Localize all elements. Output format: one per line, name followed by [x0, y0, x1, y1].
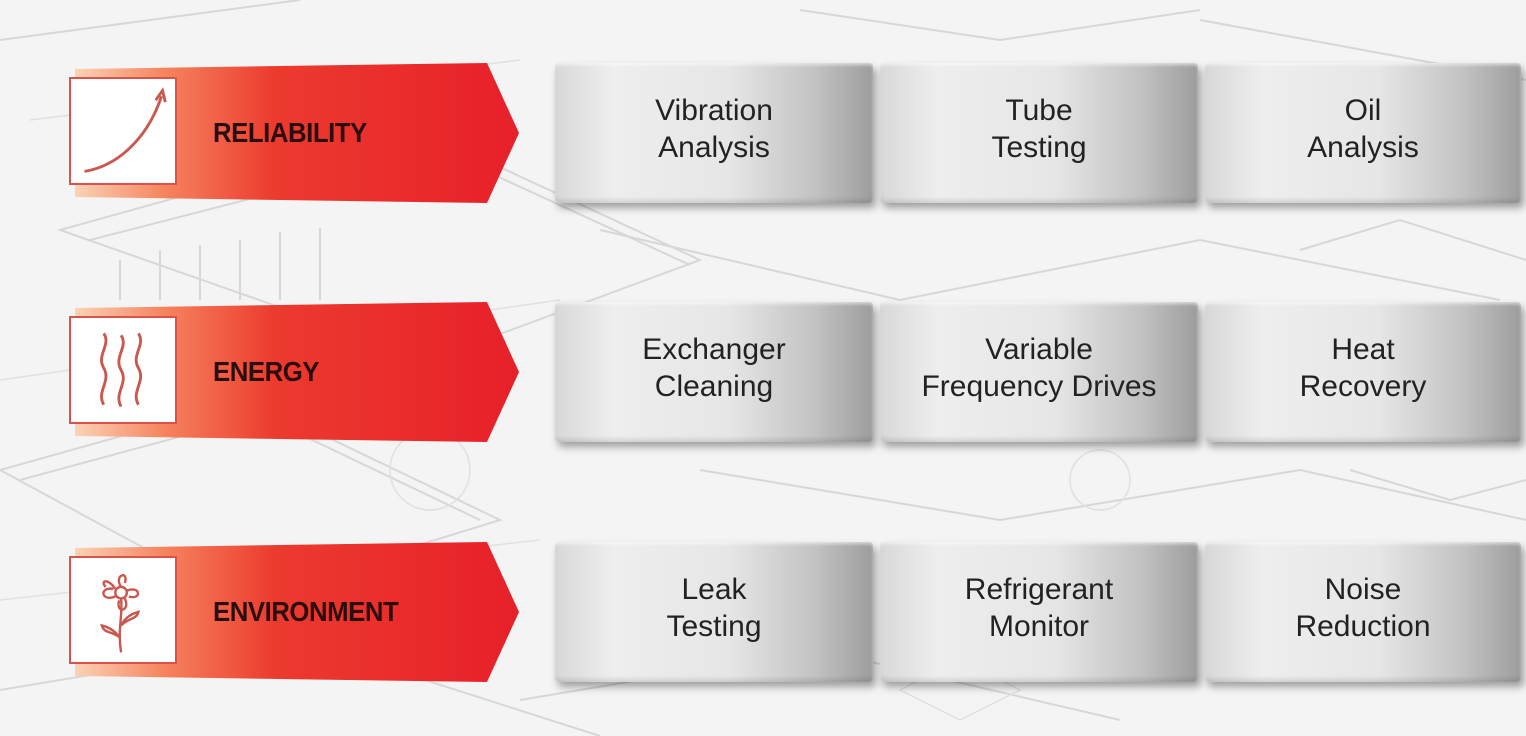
item-label: Exchanger Cleaning	[642, 333, 786, 403]
environment-icon-box	[69, 556, 177, 664]
item-tile: Variable Frequency Drives	[880, 302, 1198, 442]
item-label: Refrigerant Monitor	[964, 573, 1114, 643]
item-label: Variable Frequency Drives	[921, 333, 1157, 403]
item-tile: Oil Analysis	[1205, 63, 1521, 203]
row-reliability: RELIABILITY Vibration Analysis Tube Test…	[0, 63, 1526, 203]
item-label: Leak Testing	[666, 573, 762, 643]
item-tile: Tube Testing	[880, 63, 1198, 203]
reliability-icon-box	[69, 77, 177, 185]
item-tile: Noise Reduction	[1205, 542, 1521, 682]
category-arrow-banner	[75, 63, 519, 203]
flower-icon	[100, 574, 141, 653]
category-arrow-banner	[75, 302, 519, 442]
category-label: ENERGY	[213, 356, 320, 387]
category-energy: ENERGY	[67, 302, 522, 442]
rising-curve-arrow-icon	[84, 87, 167, 173]
item-tile: Refrigerant Monitor	[880, 542, 1198, 682]
category-label: RELIABILITY	[213, 117, 367, 148]
item-label: Tube Testing	[991, 94, 1087, 164]
item-tile: Exchanger Cleaning	[555, 302, 873, 442]
item-tile: Vibration Analysis	[555, 63, 873, 203]
energy-icon-box	[69, 316, 177, 424]
item-label: Noise Reduction	[1295, 573, 1431, 643]
category-reliability: RELIABILITY	[67, 63, 522, 203]
category-environment: ENVIRONMENT	[67, 542, 522, 682]
item-label: Heat Recovery	[1299, 333, 1427, 403]
item-tile: Heat Recovery	[1205, 302, 1521, 442]
category-arrow-banner	[75, 542, 519, 682]
row-environment: ENVIRONMENT Leak Testing Refrigerant Mon…	[0, 542, 1526, 682]
row-energy: ENERGY Exchanger Cleaning Variable Frequ…	[0, 302, 1526, 442]
item-label: Oil Analysis	[1307, 94, 1419, 164]
category-label: ENVIRONMENT	[213, 596, 399, 627]
heat-waves-icon	[100, 332, 143, 408]
item-tile: Leak Testing	[555, 542, 873, 682]
item-label: Vibration Analysis	[655, 94, 773, 164]
